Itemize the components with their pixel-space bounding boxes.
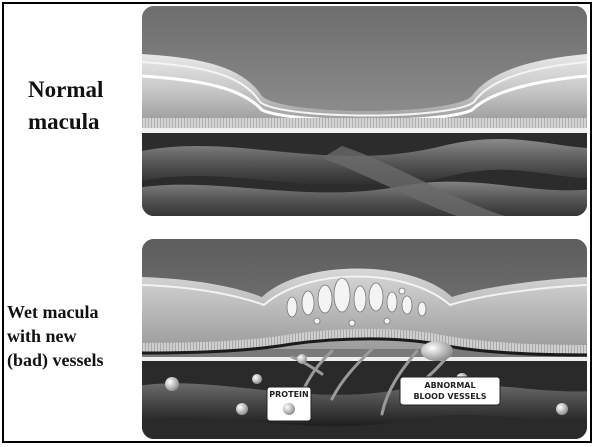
- normal-rpe-layer: [142, 118, 587, 128]
- label-wet-line2: with new: [7, 324, 147, 348]
- label-wet-line3: (bad) vessels: [7, 348, 147, 372]
- label-normal-line1: Normal: [28, 74, 138, 106]
- abnormal-callout-line2: BLOOD VESSELS: [413, 392, 486, 401]
- label-wet-line1: Wet macula: [7, 300, 147, 324]
- normal-macula-illustration: [142, 6, 587, 216]
- wet-macula-svg: PROTEIN ABNORMAL BLOOD VESSELS: [142, 239, 587, 439]
- normal-macula-svg: [142, 6, 587, 216]
- label-normal-line2: macula: [28, 106, 138, 138]
- protein-callout-text: PROTEIN: [269, 390, 308, 399]
- label-normal-macula: Normal macula: [28, 74, 138, 138]
- label-wet-macula: Wet macula with new (bad) vessels: [7, 300, 147, 372]
- abnormal-vessels-callout: ABNORMAL BLOOD VESSELS: [400, 377, 500, 405]
- protein-callout: PROTEIN: [267, 387, 311, 421]
- abnormal-callout-line1: ABNORMAL: [424, 381, 475, 390]
- normal-bruch-membrane: [142, 128, 587, 133]
- wet-macula-illustration: PROTEIN ABNORMAL BLOOD VESSELS: [142, 239, 587, 439]
